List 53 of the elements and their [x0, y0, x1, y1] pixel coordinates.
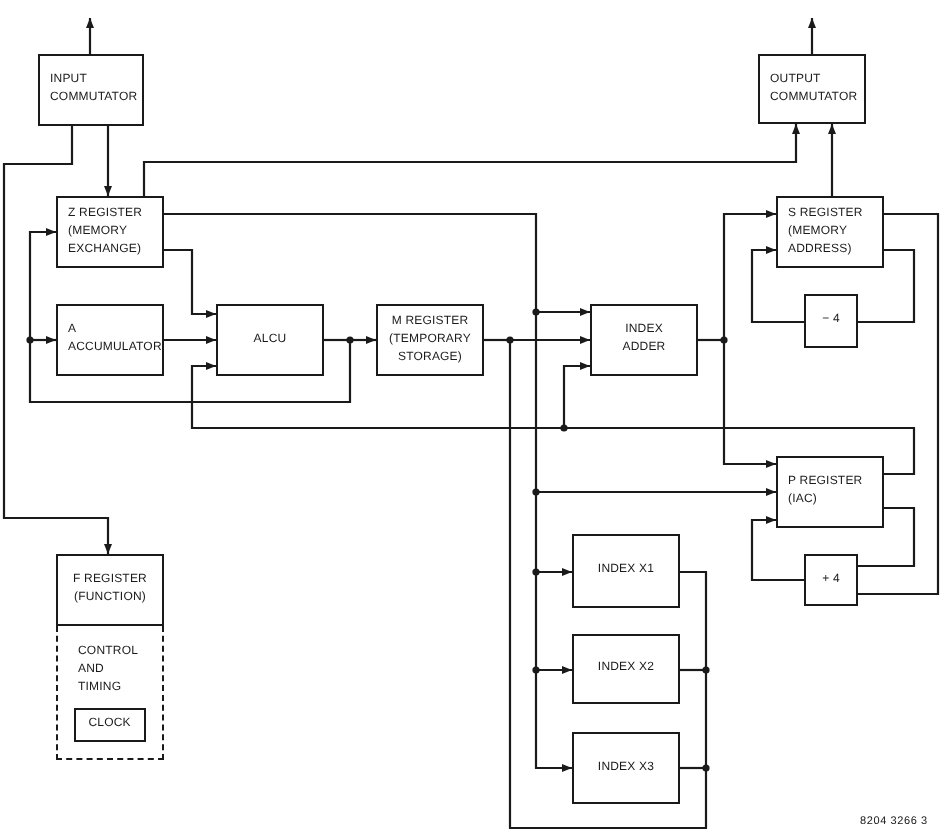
- control-block: [56, 626, 164, 760]
- connector-line: [858, 248, 916, 324]
- connector-line: [858, 506, 916, 568]
- register-box: [56, 196, 164, 268]
- arrow: [350, 336, 376, 344]
- arrow: [164, 336, 216, 344]
- register-box: [776, 196, 884, 268]
- arrow: [190, 362, 564, 430]
- commutator-box: [758, 54, 866, 124]
- arrow: [750, 246, 804, 324]
- register-box: [56, 554, 164, 626]
- clock-box: [73, 708, 146, 742]
- connector-line: [534, 492, 538, 572]
- connector-line: [858, 212, 940, 596]
- connector-line: [698, 338, 724, 342]
- arrow: [164, 248, 216, 318]
- connector-line: [534, 312, 538, 492]
- connector-line: [564, 426, 916, 476]
- arrow: [808, 18, 816, 54]
- arrow: [828, 124, 836, 196]
- constant-box: [804, 294, 858, 348]
- arrow: [536, 666, 572, 674]
- arrow: [750, 516, 804, 582]
- connector-line: [680, 668, 706, 672]
- index-register-box: [572, 732, 680, 804]
- connector-line: [534, 572, 538, 670]
- constant-box: [804, 554, 858, 606]
- arrow: [562, 362, 590, 428]
- arrow: [510, 336, 590, 344]
- arrow: [28, 228, 56, 340]
- connector-line: [704, 670, 708, 768]
- arrow: [722, 210, 776, 340]
- connector-line: [680, 570, 708, 670]
- arrow: [536, 488, 776, 496]
- connector-line: [680, 766, 706, 770]
- alu-box: [216, 304, 324, 376]
- connector-line: [164, 212, 538, 312]
- arrow: [142, 124, 800, 196]
- arrow: [536, 308, 590, 316]
- index-register-box: [572, 634, 680, 704]
- register-box: [56, 304, 164, 376]
- arrow: [536, 568, 572, 576]
- register-box: [776, 456, 884, 528]
- index-register-box: [572, 534, 680, 608]
- arrow: [2, 126, 112, 554]
- arrow: [104, 126, 112, 196]
- connector-line: [508, 340, 708, 830]
- connector-line: [484, 338, 510, 342]
- adder-box: [590, 304, 698, 376]
- arrow: [722, 340, 776, 468]
- commutator-box: [38, 54, 144, 126]
- register-box: [376, 304, 484, 376]
- arrow: [534, 670, 572, 772]
